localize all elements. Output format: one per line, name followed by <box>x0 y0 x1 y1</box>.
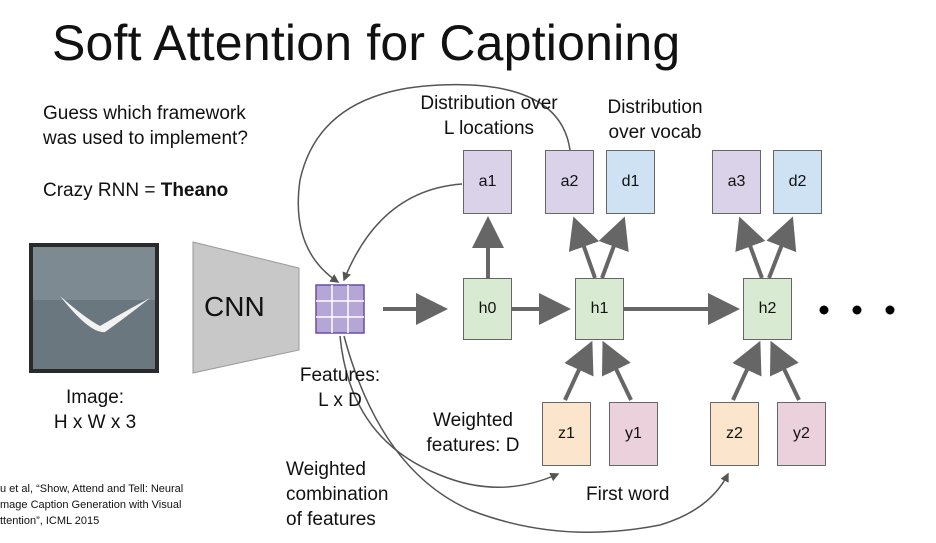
dist-vocab-label: Distribution over vocab <box>592 95 718 145</box>
image-label-line-1: Image: <box>65 387 125 408</box>
node-h1: h1 <box>575 278 624 340</box>
ellipsis-dot <box>852 305 862 315</box>
answer-prefix: Crazy RNN = <box>43 180 161 201</box>
node-a1: a1 <box>463 150 512 214</box>
features-label-line-2: L x D <box>318 390 362 411</box>
dist-locations-label: Distribution over L locations <box>400 91 578 141</box>
dist-locations-line-2: L locations <box>443 118 535 139</box>
node-z2: z2 <box>710 402 759 466</box>
weighted-comb-line-3: of features <box>286 509 376 530</box>
dist-vocab-line-1: Distribution <box>607 97 703 118</box>
bird-icon <box>60 296 150 333</box>
citation-line-2: mage Caption Generation with Visual <box>0 499 182 511</box>
weighted-comb-line-2: combination <box>286 484 389 505</box>
node-d2: d2 <box>773 150 822 214</box>
first-word-label: First word <box>586 484 670 505</box>
question-text: Guess which framework was used to implem… <box>43 101 248 151</box>
slide-title: Soft Attention for Captioning <box>52 15 681 71</box>
weighted-features-label: Weighted features: D <box>414 408 532 458</box>
node-a3: a3 <box>712 150 761 214</box>
weighted-features-line-2: features: D <box>426 435 520 456</box>
image-water <box>33 300 155 369</box>
citation-line-3: ttention”, ICML 2015 <box>0 515 100 527</box>
dist-vocab-line-2: over vocab <box>608 122 702 143</box>
node-h2: h2 <box>743 278 792 340</box>
node-y1: y1 <box>609 402 658 466</box>
node-d1: d1 <box>606 150 655 214</box>
ellipsis-dot <box>885 305 895 315</box>
weighted-features-line-1: Weighted <box>433 410 513 431</box>
question-line-1: Guess which framework <box>43 103 246 124</box>
features-grid-icon <box>315 284 365 334</box>
node-y2: y2 <box>777 402 826 466</box>
node-h0: h0 <box>463 278 512 340</box>
ellipsis-dot <box>819 305 829 315</box>
features-caption: Features: L x D <box>285 363 395 413</box>
citation: u et al, “Show, Attend and Tell: Neural … <box>0 481 183 529</box>
weighted-comb-line-1: Weighted <box>286 459 366 480</box>
image-label-line-2: H x W x 3 <box>53 412 137 433</box>
cnn-label: CNN <box>204 291 265 322</box>
features-label-line-1: Features: <box>299 365 381 386</box>
weighted-combination-label: Weighted combination of features <box>286 457 388 532</box>
image-caption: Image: H x W x 3 <box>35 385 155 435</box>
node-z1: z1 <box>542 402 591 466</box>
answer-bold: Theano <box>160 180 229 201</box>
node-a2: a2 <box>545 150 594 214</box>
question-line-2: was used to implement? <box>43 128 248 149</box>
dist-locations-line-1: Distribution over <box>420 93 558 114</box>
answer-text: Crazy RNN = Theano <box>43 178 228 203</box>
citation-line-1: u et al, “Show, Attend and Tell: Neural <box>0 483 184 495</box>
cnn-block <box>192 241 300 374</box>
